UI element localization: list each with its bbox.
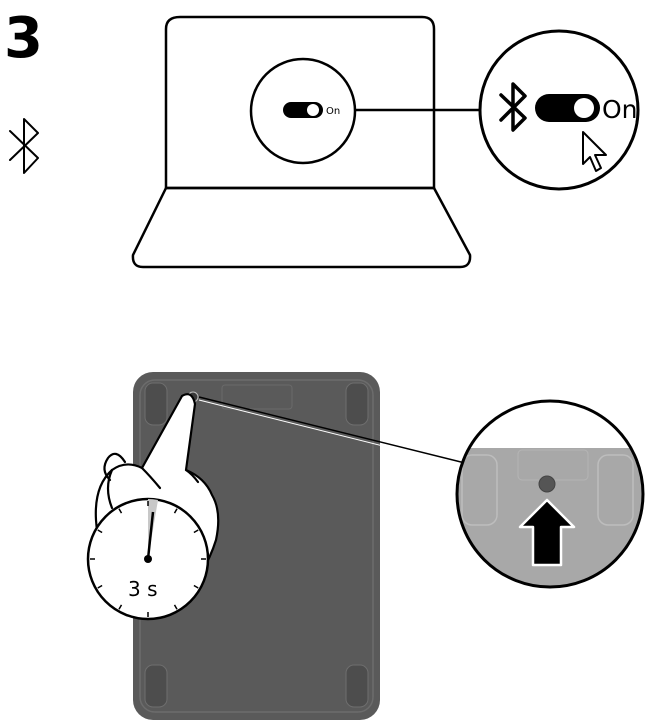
bluetooth-icon bbox=[499, 82, 527, 132]
power-button-zoomed bbox=[538, 475, 556, 493]
zoom-toggle-label: On bbox=[602, 95, 638, 124]
bluetooth-icon bbox=[9, 118, 39, 174]
stopwatch-tick bbox=[97, 529, 103, 534]
timer-label: 3 s bbox=[128, 577, 158, 601]
stopwatch-tick bbox=[193, 584, 199, 589]
stopwatch-tick bbox=[118, 508, 123, 514]
laptop-toggle-label: On bbox=[326, 106, 340, 117]
device-illustration bbox=[133, 372, 380, 720]
laptop-illustration bbox=[131, 15, 472, 269]
stopwatch-tick bbox=[173, 604, 178, 610]
device-connector-line-white bbox=[198, 399, 464, 467]
step-number: 3 bbox=[4, 6, 43, 71]
toggle-switch-icon bbox=[283, 102, 323, 118]
stopwatch-icon bbox=[86, 497, 210, 621]
stopwatch-tick bbox=[193, 529, 199, 534]
stopwatch-tick bbox=[118, 604, 123, 610]
stopwatch-tick bbox=[173, 508, 178, 514]
cursor-arrow-icon bbox=[582, 131, 607, 172]
stopwatch-tick bbox=[97, 584, 103, 589]
up-arrow-icon bbox=[518, 498, 576, 567]
device-connector-line bbox=[198, 396, 466, 464]
toggle-switch-icon bbox=[535, 94, 600, 122]
